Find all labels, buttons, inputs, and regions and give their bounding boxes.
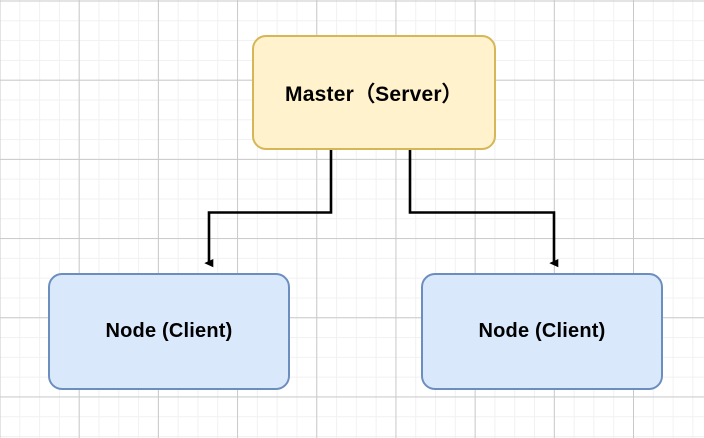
node-client-right-label: Node (Client) — [478, 320, 606, 342]
node-master-label: Master（Server） — [285, 82, 463, 106]
edge-master-to-node-left[interactable] — [204, 150, 333, 268]
node-client-left[interactable]: Node (Client) — [48, 273, 290, 390]
node-client-right[interactable]: Node (Client) — [421, 273, 663, 390]
node-master[interactable]: Master（Server） — [252, 35, 496, 150]
edge-master-to-node-right[interactable] — [408, 150, 559, 268]
node-client-left-label: Node (Client) — [105, 320, 233, 342]
